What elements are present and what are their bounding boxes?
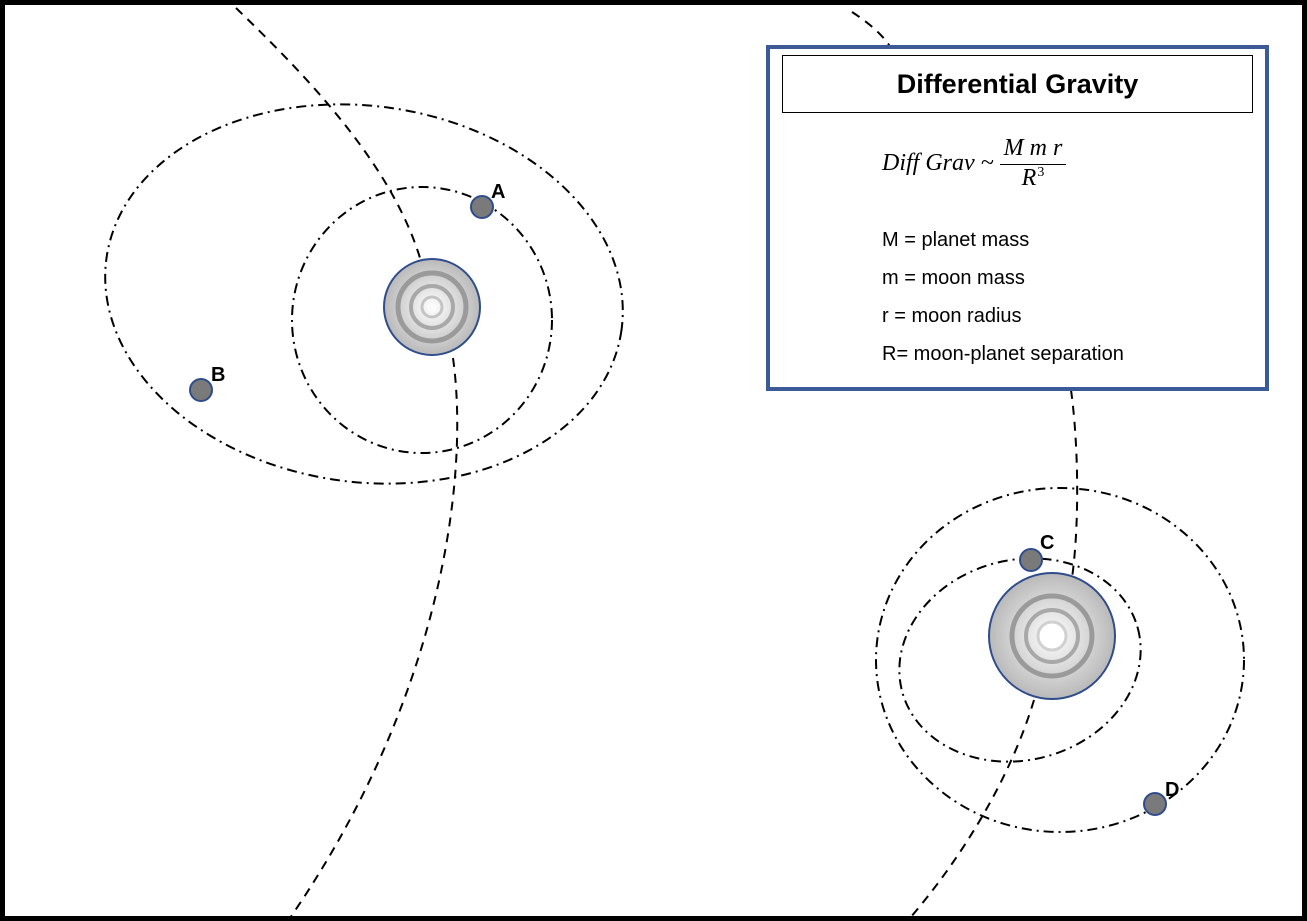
planet-1-trajectory-exit xyxy=(290,357,459,916)
moon-c-orbit xyxy=(898,557,1142,763)
formula-denominator-group: R3 xyxy=(1022,165,1045,192)
planet-2-trajectory-mid xyxy=(1070,389,1079,579)
moon-c-label: C xyxy=(1040,532,1054,554)
definition-moon-mass: m = moon mass xyxy=(882,267,1025,289)
moon-b: B xyxy=(189,364,225,402)
definition-moon-radius: r = moon radius xyxy=(882,305,1022,327)
formula-fraction: M m r R3 xyxy=(999,135,1067,192)
moon-a: A xyxy=(470,181,505,219)
moon-d-label: D xyxy=(1165,779,1179,801)
moon-d: D xyxy=(1143,779,1179,816)
differential-gravity-formula: Diff Grav ~ M m r R3 xyxy=(882,123,1067,203)
moon-b-label: B xyxy=(211,364,225,386)
moon-a-label: A xyxy=(491,181,505,203)
definition-planet-mass: M = planet mass xyxy=(882,229,1030,251)
moon-d-orbit xyxy=(875,487,1245,833)
formula-exponent: 3 xyxy=(1037,164,1045,180)
formula-denominator: R xyxy=(1021,164,1037,191)
formula-numerator: M m r xyxy=(999,135,1067,165)
moon-b-orbit xyxy=(104,103,624,485)
formula-lhs: Diff Grav ~ xyxy=(882,149,994,176)
definition-separation: R= moon-planet separation xyxy=(882,343,1124,365)
planet-2 xyxy=(988,572,1116,700)
differential-gravity-box: Differential Gravity Diff Grav ~ M m r R… xyxy=(766,45,1269,391)
moon-c: C xyxy=(1019,532,1054,572)
planet-1-trajectory xyxy=(235,7,421,259)
moon-a-orbit xyxy=(291,186,553,454)
planetary-system-diagram: A B C D xyxy=(104,7,1245,916)
variable-definitions: M = planet mass m = moon mass r = moon r… xyxy=(882,221,1124,373)
planet-2-trajectory-exit xyxy=(910,699,1035,916)
planet-1 xyxy=(383,258,481,356)
box-title: Differential Gravity xyxy=(782,55,1253,113)
